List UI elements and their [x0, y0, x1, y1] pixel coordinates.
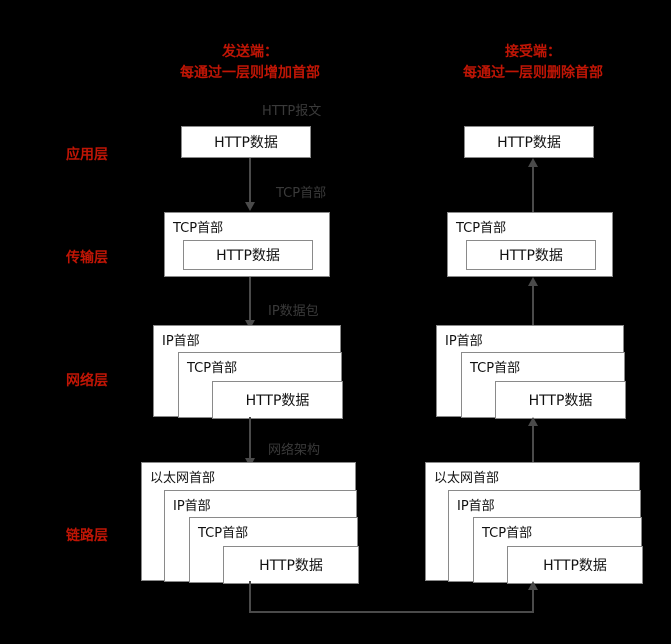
receiver-transport-header-label: TCP首部	[456, 221, 507, 236]
sender-heading: 发送端： 每通过一层则增加首部	[150, 42, 350, 84]
sender-link-header-label: 以太网首部	[150, 471, 216, 486]
sender-link-box: 以太网首部 IP首部 TCP首部 HTTP数据	[141, 462, 359, 584]
sender-network-header-label: IP首部	[162, 334, 200, 349]
medium-connector-right-segment	[532, 590, 534, 613]
annotation-network-arch: 网络架构	[268, 443, 321, 458]
receiver-arrow-link-to-network-line	[532, 426, 534, 462]
sender-link-ip-box: IP首部 TCP首部 HTTP数据	[164, 490, 359, 584]
sender-link-tcp-label: TCP首部	[198, 526, 249, 541]
receiver-network-tcp-box: TCP首部 HTTP数据	[461, 352, 626, 419]
annotation-ip-packet: IP数据包	[268, 304, 319, 319]
sender-network-box: IP首部 TCP首部 HTTP数据	[153, 325, 343, 419]
receiver-arrow-network-to-transport-head	[528, 277, 538, 286]
sender-application-payload-label: HTTP数据	[214, 135, 278, 151]
medium-connector-bottom-segment	[249, 611, 534, 613]
layer-label-transport: 传输层	[66, 250, 108, 266]
sender-heading-line2: 每通过一层则增加首部	[180, 65, 320, 81]
receiver-link-payload-label: HTTP数据	[543, 558, 607, 574]
layer-label-network: 网络层	[66, 373, 108, 389]
sender-arrow-transport-to-network-head	[245, 320, 255, 329]
receiver-link-ip-box: IP首部 TCP首部 HTTP数据	[448, 490, 643, 584]
receiver-link-header-label: 以太网首部	[434, 471, 500, 486]
medium-connector-arrow-head	[528, 581, 538, 590]
receiver-link-box: 以太网首部 IP首部 TCP首部 HTTP数据	[425, 462, 643, 584]
layer-label-link: 链路层	[66, 528, 108, 544]
receiver-arrow-network-to-transport-line	[532, 286, 534, 325]
receiver-link-payload-box: HTTP数据	[507, 546, 643, 584]
receiver-network-box: IP首部 TCP首部 HTTP数据	[436, 325, 626, 419]
receiver-arrow-transport-to-app-head	[528, 158, 538, 167]
receiver-network-header-label: IP首部	[445, 334, 483, 349]
sender-network-payload-label: HTTP数据	[245, 393, 310, 409]
sender-link-payload-label: HTTP数据	[259, 558, 323, 574]
sender-network-payload-box: HTTP数据	[212, 381, 343, 419]
layer-label-application: 应用层	[66, 147, 108, 163]
receiver-link-tcp-label: TCP首部	[482, 526, 533, 541]
receiver-transport-box: TCP首部 HTTP数据	[447, 212, 613, 277]
receiver-transport-payload-label: HTTP数据	[499, 248, 563, 264]
sender-network-tcp-label: TCP首部	[187, 361, 238, 376]
receiver-link-ip-label: IP首部	[457, 499, 495, 514]
receiver-network-tcp-label: TCP首部	[470, 361, 521, 376]
sender-transport-payload-label: HTTP数据	[216, 248, 280, 264]
sender-transport-header-label: TCP首部	[173, 221, 224, 236]
receiver-heading-line1: 接受端：	[505, 44, 561, 60]
sender-link-ip-label: IP首部	[173, 499, 211, 514]
sender-link-tcp-box: TCP首部 HTTP数据	[189, 517, 359, 584]
receiver-network-payload-label: HTTP数据	[528, 393, 593, 409]
sender-heading-line1: 发送端：	[222, 44, 278, 60]
annotation-tcp-header: TCP首部	[276, 186, 327, 201]
sender-arrow-transport-to-network-line	[249, 277, 251, 321]
receiver-heading-line2: 每通过一层则删除首部	[463, 65, 603, 81]
medium-connector-left-segment	[249, 581, 251, 613]
sender-network-tcp-box: TCP首部 HTTP数据	[178, 352, 343, 419]
receiver-transport-payload-box: HTTP数据	[466, 240, 596, 270]
receiver-arrow-transport-to-app-line	[532, 167, 534, 212]
receiver-application-payload-label: HTTP数据	[497, 135, 561, 151]
sender-transport-payload-box: HTTP数据	[183, 240, 313, 270]
sender-arrow-app-to-transport-line	[249, 158, 251, 203]
receiver-arrow-link-to-network-head	[528, 417, 538, 426]
receiver-network-payload-box: HTTP数据	[495, 381, 626, 419]
receiver-application-box: HTTP数据	[464, 126, 594, 158]
sender-transport-box: TCP首部 HTTP数据	[164, 212, 330, 277]
annotation-http-message: HTTP报文	[262, 104, 322, 119]
receiver-link-tcp-box: TCP首部 HTTP数据	[473, 517, 643, 584]
sender-application-box: HTTP数据	[181, 126, 311, 158]
sender-link-payload-box: HTTP数据	[223, 546, 359, 584]
sender-arrow-app-to-transport-head	[245, 202, 255, 211]
sender-arrow-network-to-link-line	[249, 417, 251, 459]
receiver-heading: 接受端： 每通过一层则删除首部	[433, 42, 633, 84]
